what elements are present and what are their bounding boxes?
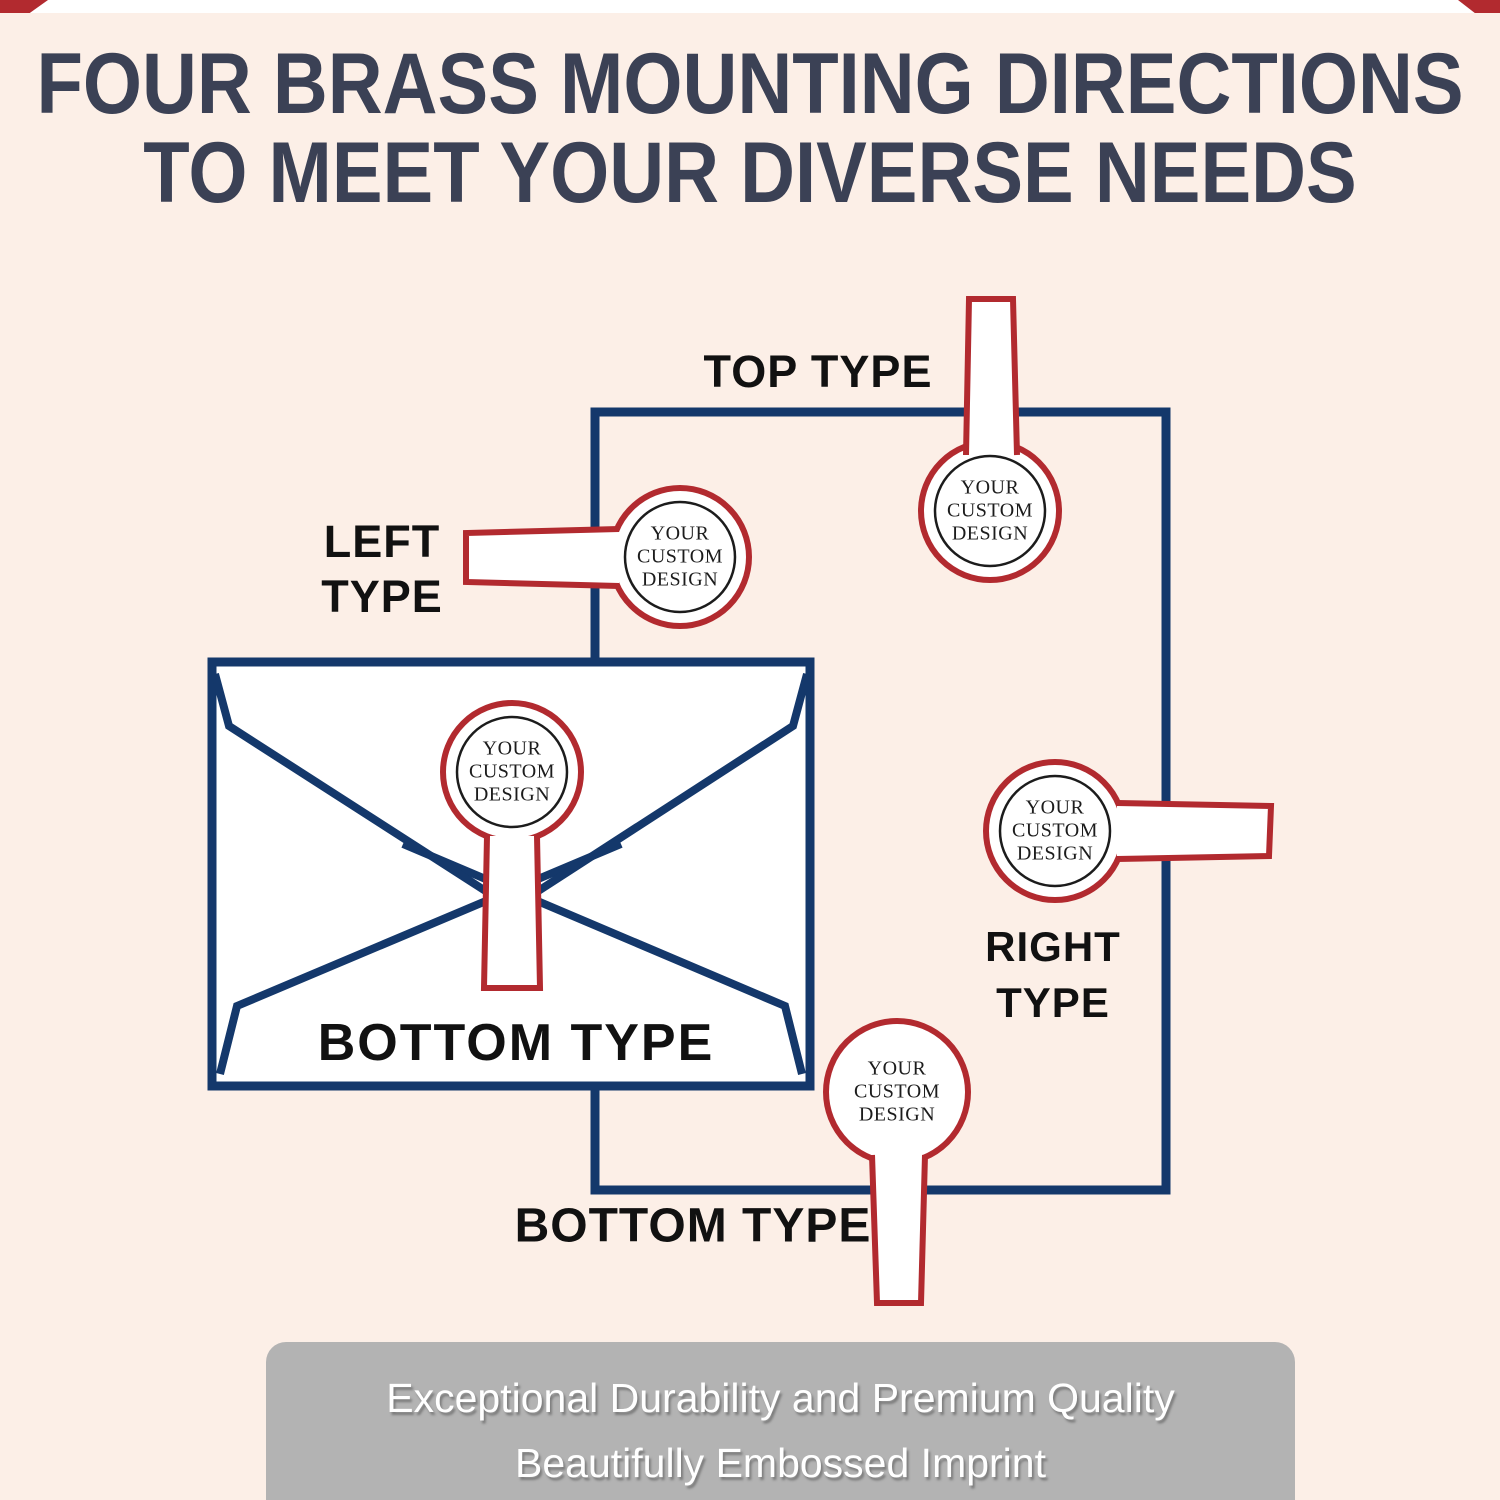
right-stamp-inner-ring xyxy=(998,774,1112,888)
stamp-text-line: CUSTOM xyxy=(1012,819,1098,842)
bottom-type-label-outside: BOTTOM TYPE xyxy=(514,1199,872,1253)
stamp-text-line: YOUR xyxy=(650,522,710,545)
banner-line-1: Exceptional Durability and Premium Quali… xyxy=(386,1375,1175,1421)
title-line-1: FOUR BRASS MOUNTING DIRECTIONS xyxy=(36,35,1464,133)
page-title: FOUR BRASS MOUNTING DIRECTIONS TO MEET Y… xyxy=(0,39,1500,222)
left-type-label: LEFT TYPE xyxy=(321,514,443,624)
stamp-text-line: DESIGN xyxy=(951,522,1029,545)
center-stamp-inner-ring xyxy=(455,715,569,829)
right-type-label-line2: TYPE xyxy=(996,979,1110,1026)
stamp-text-line: DESIGN xyxy=(858,1103,936,1126)
stamp-text-line: DESIGN xyxy=(473,783,551,806)
center-stamp-text: YOUR CUSTOM DESIGN xyxy=(427,738,597,807)
right-stamp-handle xyxy=(1116,800,1275,862)
stamp-text-line: DESIGN xyxy=(641,568,719,591)
top-stamp-text: YOUR CUSTOM DESIGN xyxy=(905,477,1075,546)
bottom-stamp-handle xyxy=(869,1154,928,1306)
stamp-text-line: CUSTOM xyxy=(469,760,555,783)
stamp-text-line: YOUR xyxy=(1025,796,1085,819)
stamp-text-line: CUSTOM xyxy=(637,545,723,568)
stamp-text-line: YOUR xyxy=(867,1057,927,1080)
top-edge-strip xyxy=(0,0,1500,13)
right-type-label-line1: RIGHT xyxy=(985,923,1121,970)
bottom-type-label-envelope: BOTTOM TYPE xyxy=(317,1014,715,1072)
stamp-text-line: YOUR xyxy=(960,476,1020,499)
left-type-label-line2: TYPE xyxy=(321,571,443,622)
left-stamp-inner-ring xyxy=(623,500,737,614)
left-stamp-text: YOUR CUSTOM DESIGN xyxy=(595,523,765,592)
right-type-label: RIGHT TYPE xyxy=(985,919,1121,1031)
left-type-label-line1: LEFT xyxy=(323,516,441,567)
stamp-text-line: DESIGN xyxy=(1016,842,1094,865)
stamp-text-line: CUSTOM xyxy=(854,1080,940,1103)
stamp-text-line: YOUR xyxy=(482,737,542,760)
top-type-label: TOP TYPE xyxy=(703,346,933,397)
bottom-stamp-text: YOUR CUSTOM DESIGN xyxy=(812,1058,982,1127)
top-stamp-inner-ring xyxy=(933,454,1047,568)
right-stamp-text: YOUR CUSTOM DESIGN xyxy=(970,797,1140,866)
left-stamp-handle xyxy=(463,526,620,589)
footer-banner: Exceptional Durability and Premium Quali… xyxy=(266,1342,1295,1500)
banner-line-2: Beautifully Embossed Imprint xyxy=(515,1440,1046,1486)
center-stamp-handle xyxy=(480,835,544,991)
title-line-2: TO MEET YOUR DIVERSE NEEDS xyxy=(143,124,1357,222)
stamp-text-line: CUSTOM xyxy=(947,499,1033,522)
top-stamp-handle xyxy=(963,296,1020,456)
